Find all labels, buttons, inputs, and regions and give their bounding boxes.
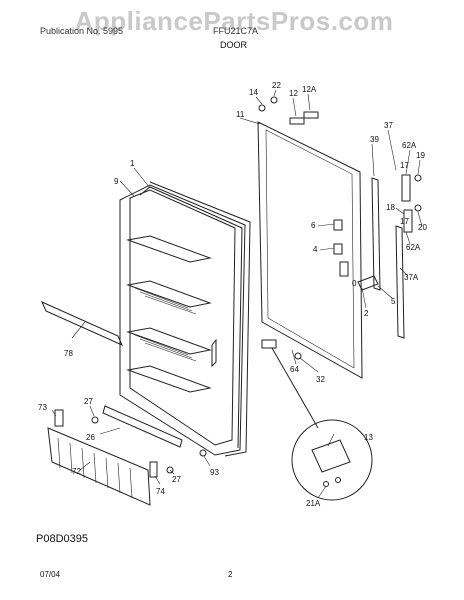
part-label: 22 <box>272 81 281 90</box>
part-6-drawing <box>333 219 343 231</box>
part-label: 26 <box>86 433 95 442</box>
screw-93-drawing <box>199 449 207 457</box>
part-label: 78 <box>64 349 73 358</box>
part-label: 1 <box>130 159 135 168</box>
basket-drawing <box>47 427 151 506</box>
part-label: 19 <box>416 151 425 160</box>
gasket-drawing <box>149 181 251 457</box>
screw-32-drawing <box>294 352 302 360</box>
door-liner-drawing <box>119 184 246 456</box>
part-label: 72 <box>72 467 81 476</box>
hinge-64-drawing <box>261 339 277 349</box>
footer-page-number: 2 <box>228 570 233 579</box>
publication-number: Publication No. 5995 <box>40 26 124 36</box>
part-label: 17 <box>400 217 409 226</box>
part-label: 39 <box>370 135 379 144</box>
hinge-cover-b-drawing <box>303 111 319 119</box>
watermark: AppliancePartsPros.com <box>74 6 394 36</box>
screw-22-drawing <box>270 96 278 104</box>
part-label: 14 <box>249 88 258 97</box>
footer-date: 07/04 <box>40 570 61 579</box>
screw-19-drawing <box>414 174 422 182</box>
part-label: 62A <box>406 243 421 252</box>
part-label: 74 <box>156 487 165 496</box>
part-label: 27 <box>172 475 181 484</box>
part-4-drawing <box>333 243 343 255</box>
screw-21A-b-drawing <box>335 477 341 483</box>
part-label: 5 <box>391 297 396 306</box>
detail-leader-line <box>271 347 319 429</box>
part-label: 73 <box>38 403 47 412</box>
model-number: FFU21C7A <box>213 26 259 36</box>
clip-left-drawing <box>54 409 64 427</box>
part-label: 12 <box>289 89 298 98</box>
screw-27b-drawing <box>166 466 174 474</box>
strip-37A-drawing <box>395 225 405 339</box>
part-label: 27 <box>84 397 93 406</box>
screw-27-drawing <box>91 416 99 424</box>
section-title: DOOR <box>220 40 247 50</box>
part-2-drawing <box>357 275 379 291</box>
part-label: 37 <box>384 121 393 130</box>
part-label: 37A <box>404 273 419 282</box>
part-label: 64 <box>290 365 299 374</box>
hinge-17-drawing <box>401 174 411 202</box>
shelf-bar-drawing <box>41 301 123 346</box>
hinge-cover-drawing <box>289 117 305 125</box>
part-label: 0 <box>352 279 357 288</box>
part-label: 9 <box>114 177 119 186</box>
part-label: 62A <box>402 141 417 150</box>
part-label: 20 <box>418 223 427 232</box>
screw-21A-drawing <box>323 481 329 487</box>
part-label: 93 <box>210 468 219 477</box>
part-label: 21A <box>306 499 321 508</box>
part-label: 11 <box>236 110 245 119</box>
lock-drawing <box>339 261 349 277</box>
part-label: 4 <box>313 245 318 254</box>
screw-20-drawing <box>414 204 422 212</box>
hinge-detail-drawing <box>311 439 351 473</box>
screw-14-drawing <box>258 104 266 112</box>
part-label: 13 <box>364 433 373 442</box>
bar-drawing <box>102 405 183 448</box>
leader-lines <box>51 89 423 499</box>
outer-door-panel-drawing <box>257 121 363 379</box>
part-label: 2 <box>364 309 369 318</box>
part-label: 6 <box>311 221 316 230</box>
detail-circle <box>291 419 373 501</box>
part-label: 18 <box>386 203 395 212</box>
clip-right-drawing <box>149 461 158 478</box>
hinge-18-drawing <box>403 209 413 233</box>
diagram-code: P08D0395 <box>36 533 88 545</box>
part-label: 32 <box>316 375 325 384</box>
part-label: 17 <box>400 161 409 170</box>
part-label: 12A <box>302 85 317 94</box>
strip-39-drawing <box>371 177 381 291</box>
